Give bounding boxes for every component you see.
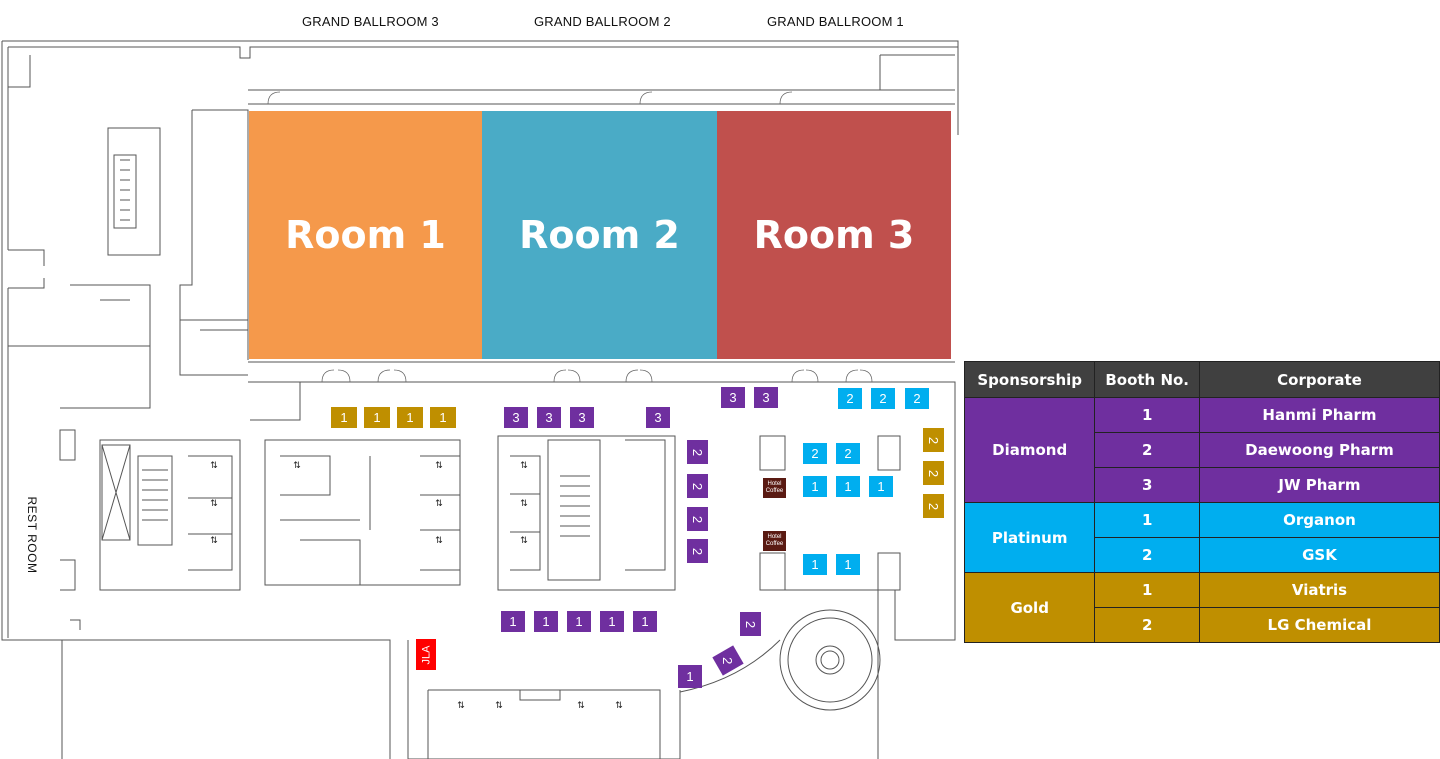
- legend-booth: 1: [1094, 572, 1200, 608]
- booth-platinum-1[interactable]: 1: [803, 554, 827, 575]
- booth-diamond-2[interactable]: 2: [687, 539, 708, 563]
- booth-diamond-1[interactable]: 1: [501, 611, 525, 632]
- room-1-label: Room 1: [285, 213, 446, 257]
- elevator-icon: ⇅: [520, 499, 528, 509]
- ballroom-2-label: GRAND BALLROOM 2: [534, 14, 671, 29]
- booth-gold-1[interactable]: 1: [364, 407, 390, 428]
- jla-label: JLA: [420, 645, 432, 664]
- booth-diamond-1[interactable]: 1: [534, 611, 558, 632]
- legend-header-row: Sponsorship Booth No. Corporate: [963, 361, 1440, 398]
- hotel-coffee-lower: Hotel Coffee: [763, 531, 786, 551]
- legend-header-sponsorship: Sponsorship: [963, 361, 1096, 398]
- room-3-label: Room 3: [753, 213, 915, 257]
- booth-platinum-2[interactable]: 2: [836, 443, 860, 464]
- booth-diamond-1[interactable]: 1: [600, 611, 624, 632]
- booth-platinum-2[interactable]: 2: [838, 388, 862, 409]
- elevator-icon: ⇅: [615, 701, 623, 711]
- booth-platinum-1[interactable]: 1: [869, 476, 893, 497]
- legend-tier-diamond: Diamond: [963, 397, 1096, 503]
- room-1[interactable]: Room 1: [249, 111, 482, 359]
- booth-diamond-3[interactable]: 3: [570, 407, 594, 428]
- elevator-icon: ⇅: [577, 701, 585, 711]
- elevator-icon: ⇅: [457, 701, 465, 711]
- legend-corporate: Viatris: [1198, 572, 1440, 608]
- hotel-coffee-upper: Hotel Coffee: [763, 478, 786, 498]
- booth-platinum-2[interactable]: 2: [803, 443, 827, 464]
- booth-diamond-1[interactable]: 1: [567, 611, 591, 632]
- legend-booth: 3: [1094, 467, 1200, 503]
- legend-row: Diamond 1 Hanmi Pharm: [963, 397, 1440, 503]
- elevator-icon: ⇅: [495, 701, 503, 711]
- booth-platinum-2[interactable]: 2: [905, 388, 929, 409]
- elevator-icon: ⇅: [520, 536, 528, 546]
- legend-corporate: Hanmi Pharm: [1198, 397, 1440, 433]
- legend-row: Platinum 1 Organon: [963, 502, 1440, 573]
- room-2[interactable]: Room 2: [482, 111, 717, 359]
- floor-plan-walls: [1, 40, 959, 759]
- room-2-label: Room 2: [519, 213, 680, 257]
- elevator-icon: ⇅: [210, 499, 218, 509]
- booth-gold-2[interactable]: 2: [923, 494, 944, 518]
- elevator-icon: ⇅: [435, 499, 443, 509]
- legend-row: 2 LG Chemical: [965, 607, 1440, 643]
- ballroom-1-label: GRAND BALLROOM 1: [767, 14, 904, 29]
- legend-row: 2 GSK: [965, 537, 1440, 573]
- booth-diamond-2[interactable]: 2: [687, 507, 708, 531]
- booth-diamond-3[interactable]: 3: [537, 407, 561, 428]
- booth-diamond-1[interactable]: 1: [633, 611, 657, 632]
- booth-platinum-1[interactable]: 1: [803, 476, 827, 497]
- booth-diamond-2[interactable]: 2: [687, 440, 708, 464]
- ballroom-3-label: GRAND BALLROOM 3: [302, 14, 439, 29]
- legend-booth: 1: [1094, 502, 1200, 538]
- legend-tier-platinum: Platinum: [963, 502, 1096, 573]
- elevator-icon: ⇅: [435, 536, 443, 546]
- booth-diamond-2[interactable]: 2: [687, 474, 708, 498]
- booth-diamond-3[interactable]: 3: [754, 387, 778, 408]
- booth-diamond-3[interactable]: 3: [721, 387, 745, 408]
- legend-booth: 2: [1094, 537, 1200, 573]
- sponsorship-legend: Sponsorship Booth No. Corporate Diamond …: [963, 361, 1440, 643]
- booth-platinum-2[interactable]: 2: [871, 388, 895, 409]
- booth-platinum-1[interactable]: 1: [836, 476, 860, 497]
- elevator-icon: ⇅: [210, 536, 218, 546]
- rest-room-label: REST ROOM: [25, 496, 39, 574]
- legend-header-booth: Booth No.: [1094, 361, 1200, 398]
- elevator-icon: ⇅: [520, 461, 528, 471]
- legend-row: 3 JW Pharm: [965, 467, 1440, 503]
- booth-gold-1[interactable]: 1: [430, 407, 456, 428]
- legend-booth: 2: [1094, 607, 1200, 643]
- booth-diamond-3[interactable]: 3: [504, 407, 528, 428]
- booth-diamond-2[interactable]: 2: [740, 612, 761, 636]
- legend-corporate: JW Pharm: [1198, 467, 1440, 503]
- legend-corporate: Daewoong Pharm: [1198, 432, 1440, 468]
- legend-corporate: LG Chemical: [1198, 607, 1440, 643]
- booth-diamond-1[interactable]: 1: [678, 665, 702, 688]
- booth-diamond-3[interactable]: 3: [646, 407, 670, 428]
- booth-gold-1[interactable]: 1: [331, 407, 357, 428]
- booth-gold-2[interactable]: 2: [923, 428, 944, 452]
- legend-tier-gold: Gold: [963, 572, 1096, 643]
- elevator-icon: ⇅: [435, 461, 443, 471]
- legend-booth: 1: [1094, 397, 1200, 433]
- legend-corporate: Organon: [1198, 502, 1440, 538]
- elevator-icon: ⇅: [210, 461, 218, 471]
- booth-gold-1[interactable]: 1: [397, 407, 423, 428]
- legend-row: Gold 1 Viatris: [963, 572, 1440, 643]
- jla-booth[interactable]: JLA: [416, 639, 436, 670]
- elevator-icon: ⇅: [293, 461, 301, 471]
- legend-header-corporate: Corporate: [1198, 361, 1440, 398]
- legend-booth: 2: [1094, 432, 1200, 468]
- booth-gold-2[interactable]: 2: [923, 461, 944, 485]
- legend-corporate: GSK: [1198, 537, 1440, 573]
- room-3[interactable]: Room 3: [717, 111, 951, 359]
- booth-platinum-1[interactable]: 1: [836, 554, 860, 575]
